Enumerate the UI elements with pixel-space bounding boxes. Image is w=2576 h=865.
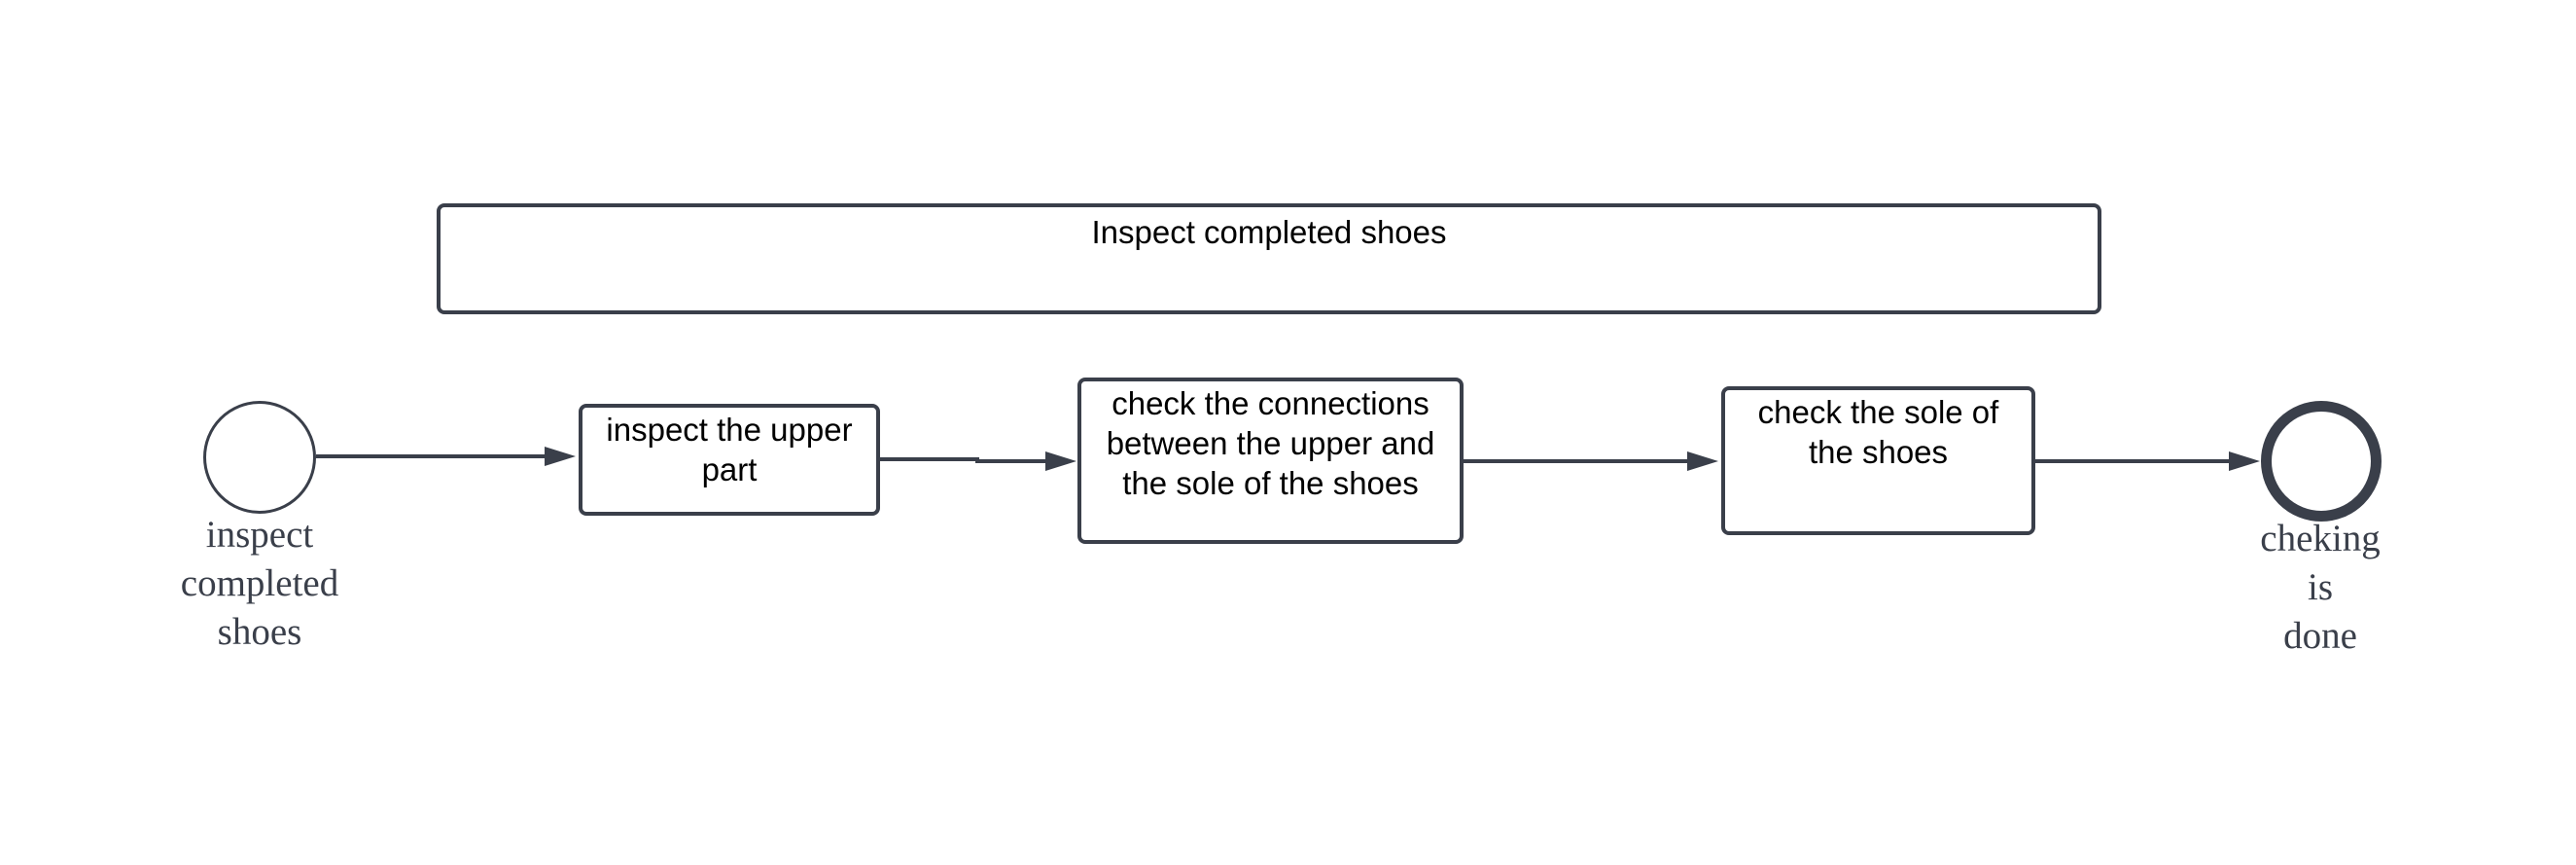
start-event-label: inspect completed shoes (143, 511, 376, 657)
end-event-label-line: done (2283, 615, 2357, 657)
start-event-circle[interactable] (203, 401, 316, 514)
flow-upper-to-connections[interactable] (880, 457, 1048, 463)
task-check-sole[interactable]: check the sole of the shoes (1721, 386, 2035, 535)
task-inspect-upper[interactable]: inspect the upper part (579, 404, 880, 516)
pool-title-box[interactable]: Inspect completed shoes (437, 203, 2101, 314)
task-check-connections[interactable]: check the connections between the upper … (1077, 378, 1464, 544)
arrowhead-end (2229, 451, 2260, 471)
task-label-line: part (701, 451, 758, 487)
arrowhead-upper (545, 447, 576, 466)
end-event-label-line: is (2307, 566, 2333, 608)
end-event-circle[interactable] (2261, 401, 2382, 522)
start-event-label-line: shoes (217, 611, 302, 653)
task-label-line: check the connections (1112, 385, 1429, 421)
end-event-label-line: cheking (2260, 518, 2381, 559)
task-label-line: the shoes (1808, 434, 1949, 470)
start-event-label-line: completed (180, 562, 339, 604)
task-label-line: the sole of the shoes (1122, 465, 1419, 501)
task-label-line: between the upper and (1106, 425, 1435, 461)
task-label-line: inspect the upper (606, 412, 853, 448)
pool-title: Inspect completed shoes (1091, 214, 1447, 250)
arrowhead-connections (1045, 451, 1076, 471)
end-event-label: cheking is done (2204, 515, 2437, 661)
start-event-label-line: inspect (205, 514, 314, 556)
arrowhead-sole (1687, 451, 1718, 471)
task-label-line: check the sole of (1757, 394, 1999, 430)
